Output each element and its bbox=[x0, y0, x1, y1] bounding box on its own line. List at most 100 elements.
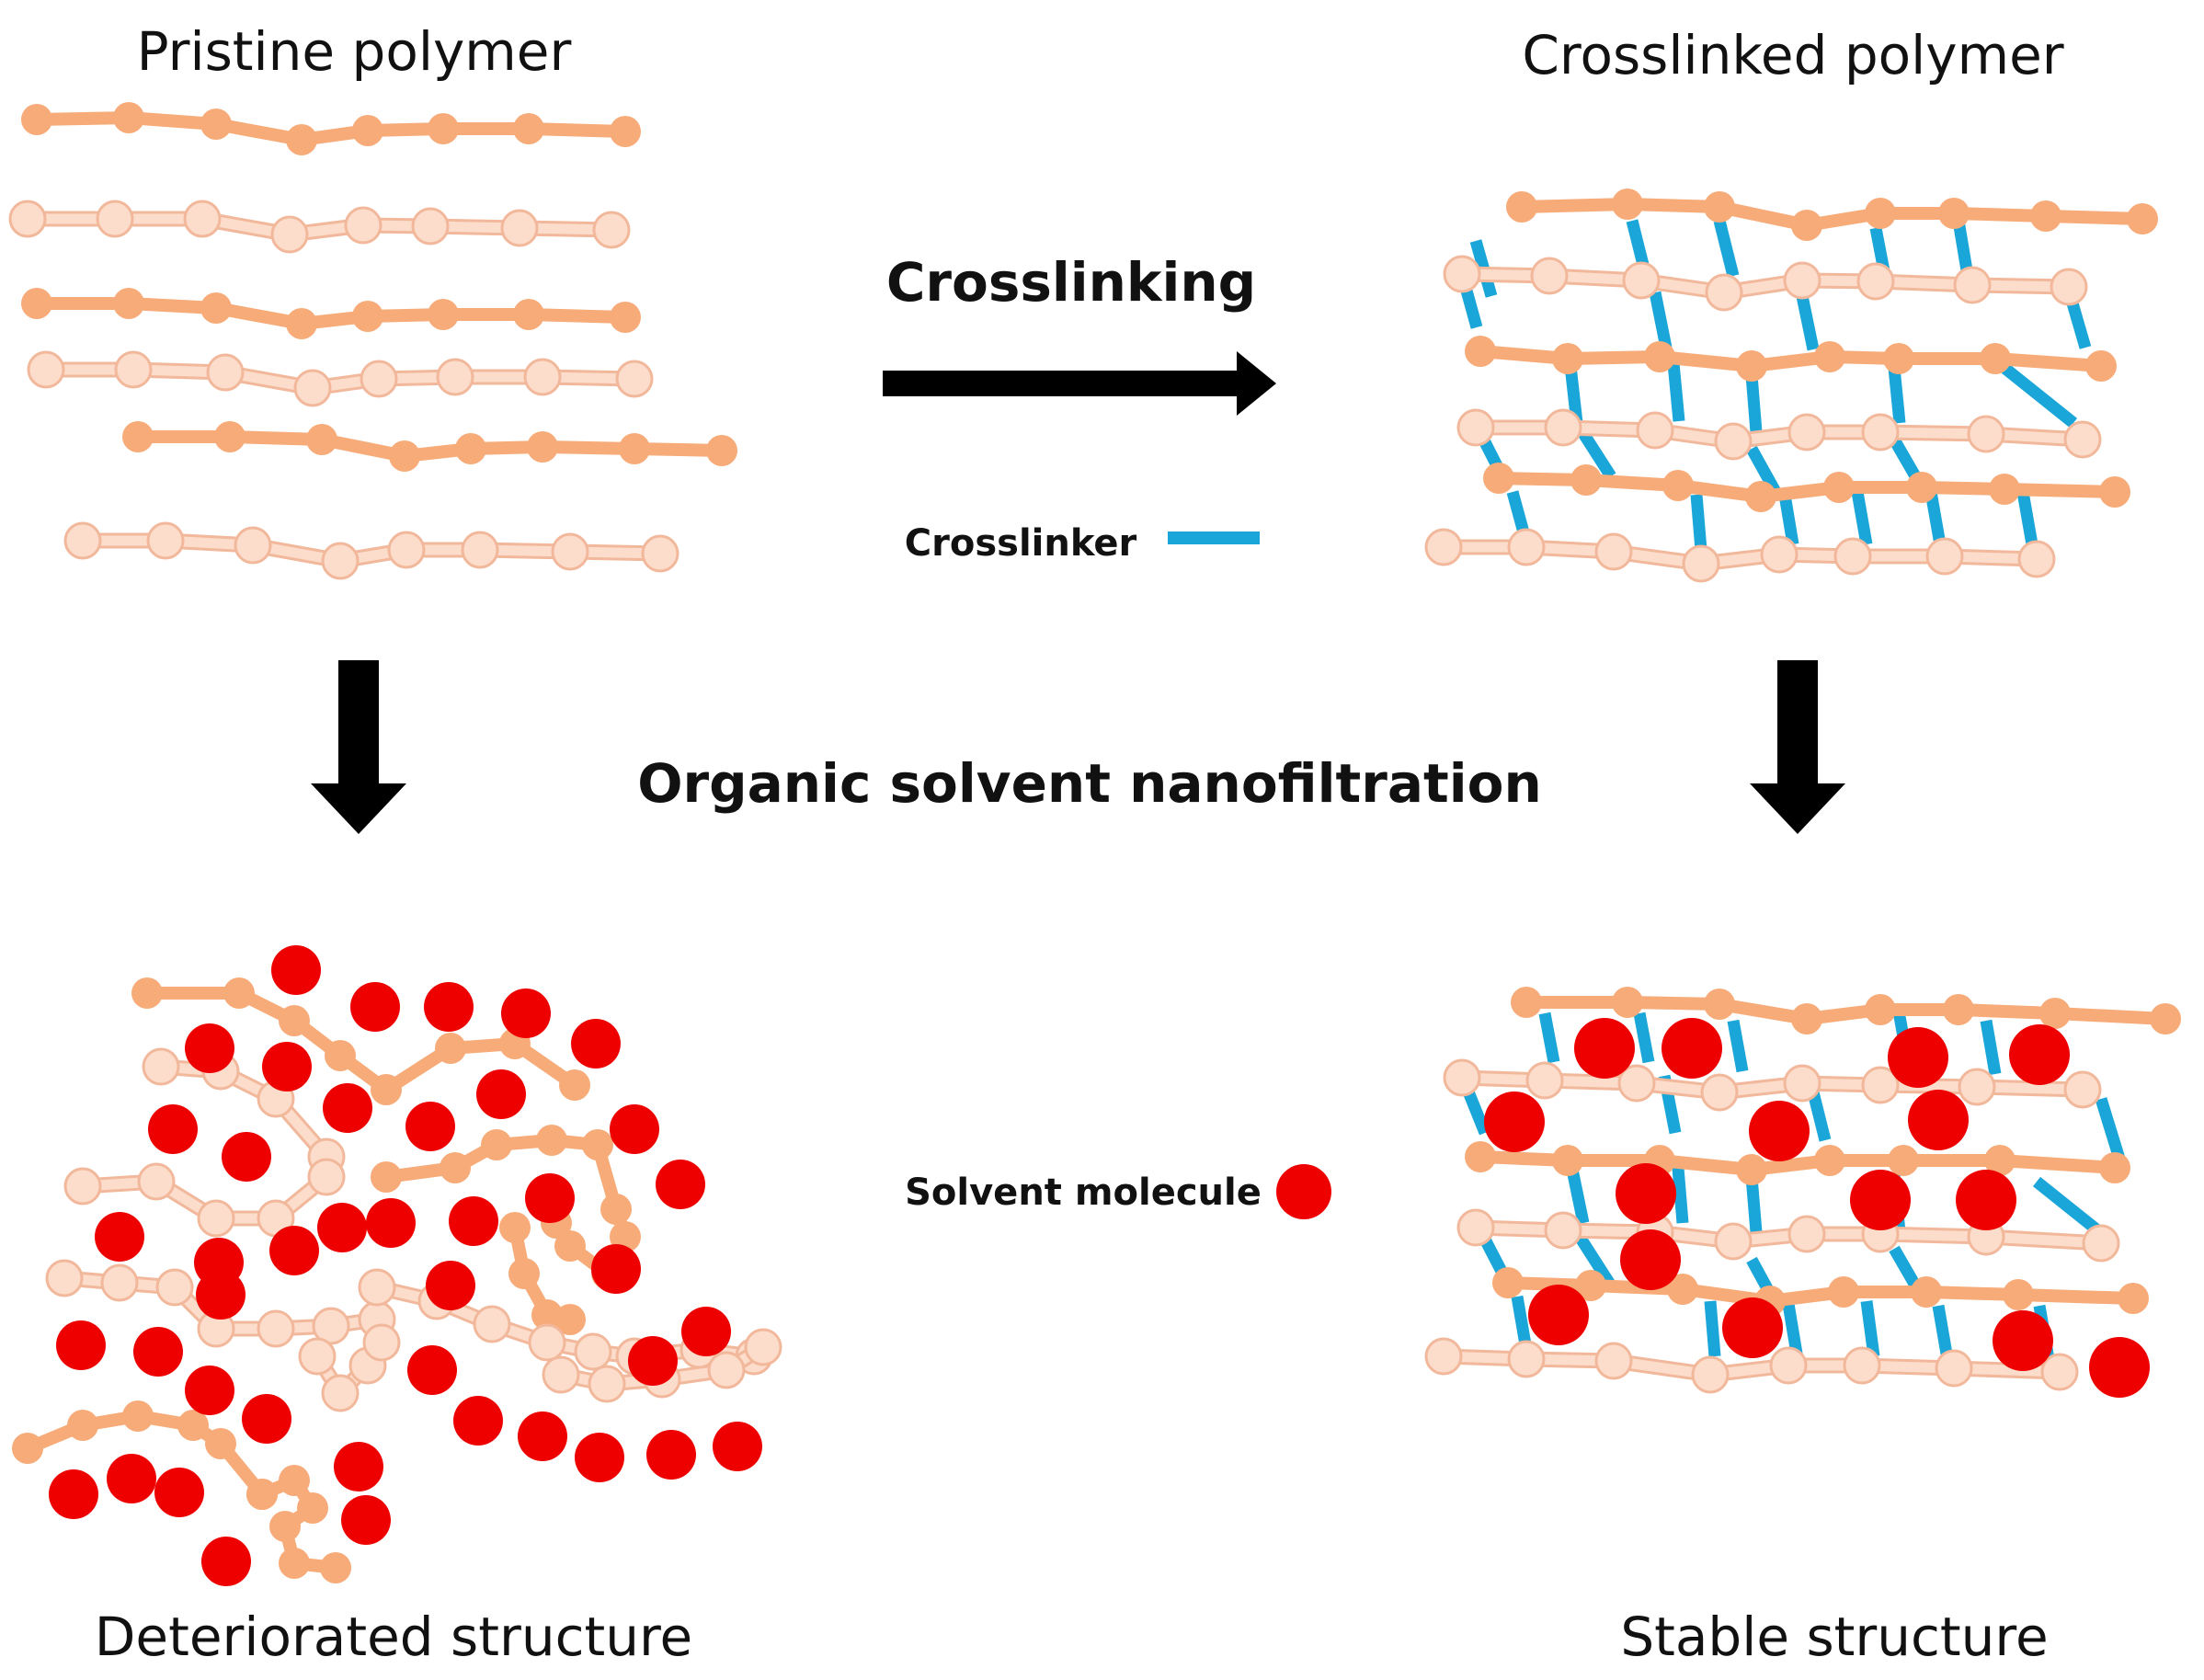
chain-bead bbox=[21, 288, 52, 319]
chain-bead bbox=[2099, 1152, 2130, 1183]
light-polymer-chain bbox=[1456, 408, 2102, 461]
dark-polymer-chain bbox=[21, 102, 641, 155]
chain-bead bbox=[1544, 1211, 1582, 1250]
light-polymer-chain bbox=[298, 1323, 401, 1412]
chain-bead bbox=[610, 116, 641, 147]
chain-bead bbox=[1612, 189, 1643, 220]
chain-bead bbox=[321, 542, 360, 580]
chain-bead bbox=[1594, 1342, 1633, 1380]
chain-bead bbox=[352, 301, 383, 332]
stable-structure bbox=[1424, 987, 2181, 1398]
crosslinker-bond bbox=[1538, 1011, 1560, 1064]
chain-bead bbox=[1791, 210, 1822, 241]
chain-bead bbox=[481, 1129, 512, 1160]
chain-bead bbox=[1828, 1276, 1859, 1308]
chain-bead bbox=[1980, 343, 2011, 374]
chain-bead bbox=[500, 209, 539, 247]
chain-bead bbox=[1552, 343, 1583, 374]
chain-bead bbox=[619, 433, 650, 464]
label-deteriorated-structure: Deteriorated structure bbox=[95, 1606, 693, 1668]
solvent-molecule bbox=[262, 1042, 312, 1091]
chain-bead bbox=[270, 215, 309, 254]
label-pristine-polymer: Pristine polymer bbox=[137, 20, 572, 83]
chain-bead bbox=[352, 115, 383, 146]
chain-bead bbox=[297, 1492, 328, 1524]
chain-bead bbox=[298, 1337, 337, 1376]
crosslinker-bond bbox=[1690, 494, 1707, 551]
chain-bead bbox=[1714, 1222, 1753, 1261]
chain-bead bbox=[473, 1305, 511, 1343]
chain-bead bbox=[1745, 481, 1776, 512]
chain-bead bbox=[1783, 1064, 1821, 1103]
crosslinker-bonds bbox=[1456, 219, 2092, 551]
solvent-molecule bbox=[1484, 1091, 1545, 1152]
crosslinker-bond bbox=[1888, 367, 1906, 424]
solvent-molecule bbox=[476, 1069, 526, 1119]
light-polymer-chain bbox=[45, 1259, 396, 1348]
solvent-molecule bbox=[575, 1433, 624, 1482]
chain-bead bbox=[641, 534, 679, 573]
chain-bead bbox=[1935, 1349, 1973, 1388]
chain-bead bbox=[1552, 1145, 1583, 1176]
light-polymer-chain bbox=[1443, 255, 2088, 312]
chain-bead bbox=[411, 207, 450, 246]
solvent-molecule bbox=[681, 1307, 731, 1356]
chain-bead bbox=[1662, 470, 1694, 501]
solvent-molecule bbox=[56, 1320, 106, 1370]
chain-bead bbox=[1691, 1355, 1730, 1394]
chain-bead bbox=[1843, 1346, 1881, 1385]
light-polymer-chain bbox=[63, 521, 679, 580]
chain-bead bbox=[279, 1005, 310, 1036]
chain-bead bbox=[183, 200, 222, 238]
chain-bead bbox=[1575, 1270, 1606, 1301]
chain-bead bbox=[513, 113, 544, 144]
dark-polymer-chain bbox=[246, 1465, 351, 1583]
solvent-molecule bbox=[646, 1430, 696, 1480]
light-polymer-chain bbox=[8, 200, 631, 254]
chain-bead bbox=[2082, 1224, 2120, 1263]
chain-bead bbox=[286, 308, 317, 339]
chain-bead bbox=[1791, 1003, 1822, 1034]
solvent-molecule bbox=[341, 1495, 391, 1545]
crosslinker-bond bbox=[1704, 1300, 1721, 1357]
chain-bead bbox=[2017, 540, 2056, 578]
chain-bead bbox=[45, 1259, 84, 1297]
solvent-molecule bbox=[2089, 1337, 2150, 1398]
chain-bead bbox=[1736, 1154, 1767, 1185]
chain-bead bbox=[387, 531, 426, 569]
chain-bead bbox=[1865, 198, 1896, 229]
chain-bead bbox=[234, 526, 272, 565]
chain-bead bbox=[113, 102, 144, 133]
osn-arrow-left bbox=[311, 660, 406, 834]
chain-bead bbox=[257, 1309, 295, 1348]
dark-polymer-chain bbox=[1511, 987, 2181, 1034]
chain-bead bbox=[1967, 415, 2005, 453]
chain-bead bbox=[1906, 472, 1937, 503]
solvent-molecule bbox=[350, 982, 400, 1032]
chain-bead bbox=[21, 104, 52, 135]
solvent-molecule bbox=[2009, 1024, 2070, 1085]
solvent-molecule bbox=[185, 1023, 234, 1073]
dark-polymer-chain bbox=[1492, 1267, 2149, 1317]
chain-bead bbox=[325, 1040, 356, 1071]
dark-polymer-chain bbox=[371, 1125, 641, 1289]
solvent-molecule bbox=[317, 1203, 367, 1252]
label-crosslinker: Crosslinker bbox=[905, 522, 1137, 565]
light-polymer-chain bbox=[63, 1158, 346, 1238]
chain-bead bbox=[1823, 472, 1855, 503]
crosslinker-bond bbox=[1980, 1019, 2002, 1076]
chain-bead bbox=[527, 431, 558, 463]
chain-bead bbox=[1530, 257, 1569, 295]
chain-bead bbox=[1783, 261, 1821, 300]
chain-bead bbox=[1861, 413, 1900, 451]
crosslinker-bond bbox=[1633, 1011, 1655, 1064]
crosslinker-bond bbox=[1672, 1167, 1689, 1224]
chain-bead bbox=[1700, 1073, 1739, 1112]
solvent-molecule bbox=[449, 1196, 498, 1246]
chain-bead bbox=[1814, 341, 1845, 372]
solvent-molecule bbox=[518, 1411, 567, 1461]
chain-bead bbox=[67, 1410, 98, 1441]
solvent-molecule bbox=[1616, 1163, 1676, 1224]
chain-bead bbox=[2118, 1283, 2149, 1314]
solvent-molecule bbox=[1722, 1297, 1783, 1358]
